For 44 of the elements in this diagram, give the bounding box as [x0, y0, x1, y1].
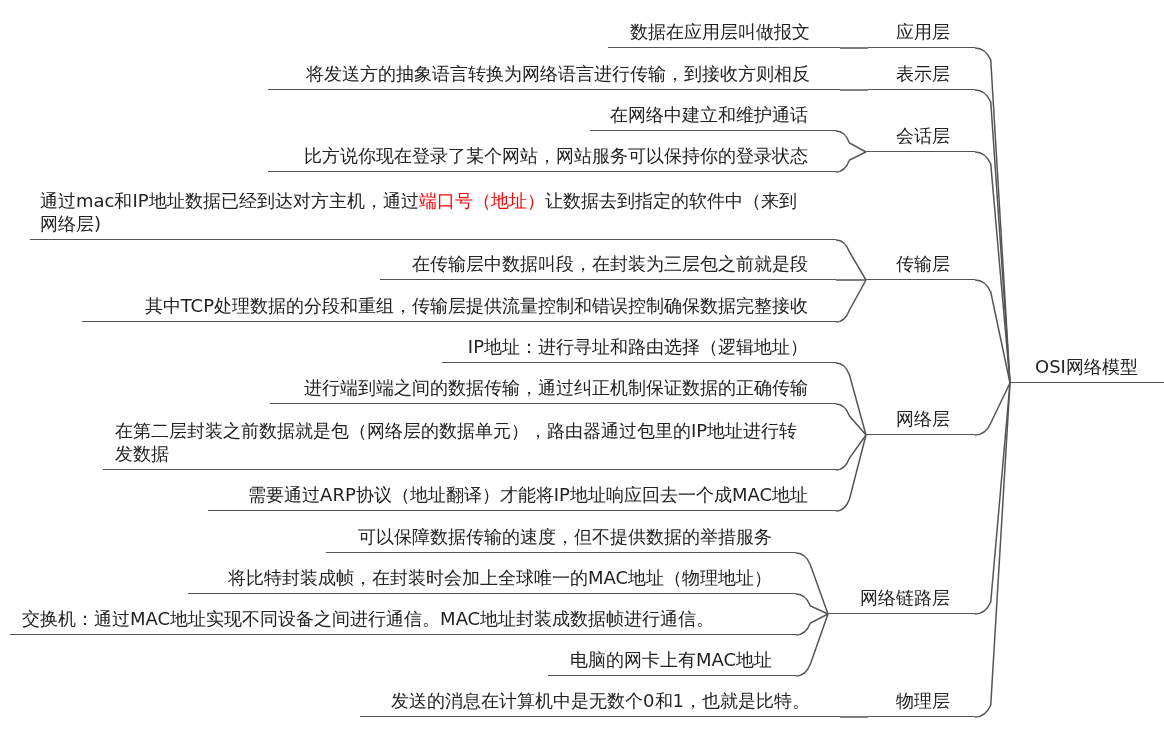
subtopic: 在第二层封装之前数据就是包（网络层的数据单元），路由器通过包里的IP地址进行转发数据 — [103, 419, 836, 470]
subtopic: 进行端到端之间的数据传输，通过纠正机制保证数据的正确传输 — [270, 376, 836, 404]
subtopic: 可以保障数据传输的速度，但不提供数据的举措服务 — [326, 525, 796, 553]
subtopic: 通过mac和IP地址数据已经到达对方主机，通过端口号（地址）让数据去到指定的软件中（来到网络层) — [30, 189, 836, 240]
branch-topic: 网络层 — [866, 407, 975, 435]
subtopic: 将比特封装成帧，在封装时会加上全球唯一的MAC地址（物理地址） — [188, 566, 796, 594]
branch-topic: 网络链路层 — [828, 586, 975, 614]
branch-line — [835, 434, 867, 471]
branch-line — [835, 362, 867, 436]
branch-topic: 应用层 — [868, 20, 975, 48]
branch-topic: 表示层 — [868, 62, 975, 90]
branch-line — [835, 151, 867, 173]
branch-line — [839, 89, 869, 91]
subtopic: IP地址：进行寻址和路由选择（逻辑地址） — [442, 335, 836, 363]
branch-line — [835, 403, 867, 436]
branch-topic: 传输层 — [866, 252, 975, 280]
subtopic: 数据在应用层叫做报文 — [608, 20, 840, 48]
subtopic: 将发送方的抽象语言转换为网络语言进行传输，到接收方则相反 — [268, 62, 840, 90]
subtopic: 交换机：通过MAC地址实现不同设备之间进行通信。MAC地址封装成数据帧进行通信。 — [10, 607, 796, 635]
subtopic: 电脑的网卡上有MAC地址 — [548, 648, 796, 676]
branch-topic: 物理层 — [868, 689, 975, 717]
branch-line — [974, 151, 1011, 384]
branch-line — [835, 279, 867, 281]
subtopic: 在网络中建立和维护通话 — [590, 103, 836, 131]
branch-line — [839, 716, 869, 718]
branch-line — [835, 130, 867, 153]
branch-line — [795, 613, 829, 636]
branch-line — [835, 279, 867, 323]
branch-line — [795, 552, 829, 615]
subtopic: 其中TCP处理数据的分段和重组，传输层提供流量控制和错误控制确保数据完整接收 — [82, 294, 836, 322]
subtopic: 比方说你现在登录了某个网站，网站服务可以保持你的登录状态 — [268, 144, 836, 172]
branch-line — [795, 593, 829, 615]
subtopic: 需要通过ARP协议（地址翻译）才能将IP地址响应回去一个成MAC地址 — [208, 483, 836, 511]
branch-line — [835, 434, 867, 512]
branch-line — [974, 382, 1011, 436]
subtopic: 在传输层中数据叫段，在封装为三层包之前就是段 — [380, 252, 836, 280]
central-topic: OSI网络模型 — [1010, 355, 1164, 383]
branch-line — [974, 382, 1011, 718]
branch-line — [839, 47, 869, 49]
branch-line — [835, 239, 867, 281]
branch-line — [974, 279, 1011, 384]
branch-line — [795, 613, 829, 677]
subtopic: 发送的消息在计算机中是无数个0和1，也就是比特。 — [360, 689, 840, 717]
branch-topic: 会话层 — [866, 124, 975, 152]
